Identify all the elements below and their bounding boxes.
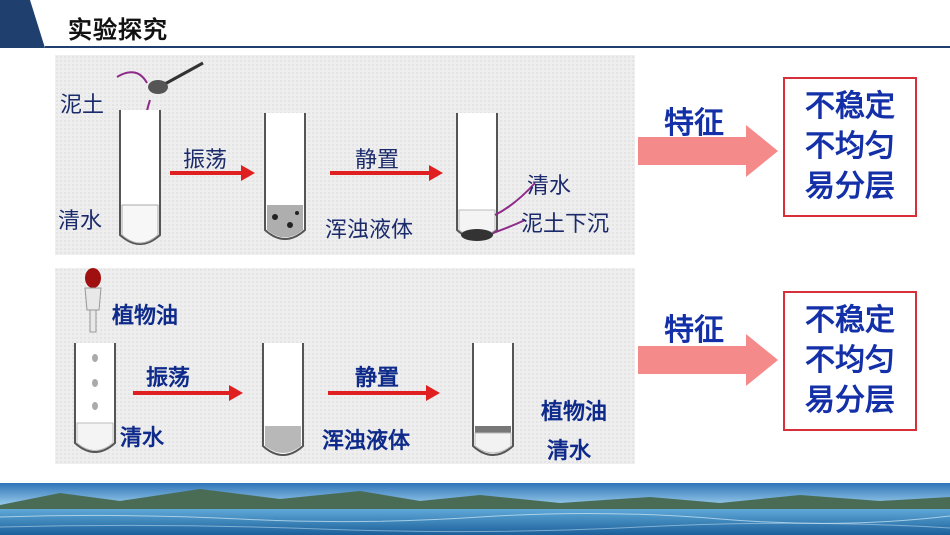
feature-label-2: 特征: [664, 313, 724, 348]
landscape-banner: [0, 483, 950, 535]
feature-1-line-2: 不均匀: [805, 129, 895, 164]
page-title: 实验探究: [68, 16, 168, 44]
soil-settle-label: 泥土下沉: [521, 212, 610, 237]
dropper-icon: [84, 268, 102, 333]
feature-2-line-3: 易分层: [805, 383, 895, 418]
tube-water-oil-drop: [74, 343, 116, 453]
feature-2-line-1: 不稳定: [805, 303, 895, 338]
oil-label: 植物油: [112, 304, 179, 329]
feature-box-1: 不稳定 不均匀 易分层: [783, 77, 917, 217]
settled-water-label: 清水: [527, 174, 572, 199]
feature-box-2: 不稳定 不均匀 易分层: [783, 291, 917, 431]
header-bar: [0, 0, 950, 48]
tube-settled: [456, 113, 536, 241]
feature-label-1: 特征: [664, 106, 724, 141]
feature-2-line-2: 不均匀: [805, 343, 895, 378]
clear-water-label: 清水: [58, 209, 103, 234]
tube-clear-water: [119, 110, 161, 245]
feature-1-line-3: 易分层: [805, 169, 895, 204]
tube-turbid-2: [262, 343, 304, 456]
stand-label-1: 静置: [355, 148, 400, 173]
stand-arrow: [330, 165, 443, 181]
water-label-2: 清水: [120, 426, 165, 451]
tube-layered: [472, 343, 514, 456]
shake-arrow: [170, 165, 255, 181]
feature-arrow-2: [638, 334, 778, 386]
turbid-label-2: 浑浊液体: [322, 429, 411, 454]
shake-label-2: 振荡: [146, 366, 191, 391]
stand-label-2: 静置: [355, 366, 400, 391]
shake-label-1: 振荡: [183, 148, 228, 173]
oil-layer-label: 植物油: [541, 400, 608, 425]
turbid-label-1: 浑浊液体: [325, 218, 414, 243]
feature-arrow-1: [638, 125, 778, 177]
feature-1-line-1: 不稳定: [805, 89, 895, 124]
shake-arrow-2: [133, 385, 243, 401]
experiment-1-drawing: [116, 61, 536, 245]
experiment-2-drawing: [74, 268, 514, 456]
experiment-2-panel: [55, 268, 635, 464]
water-layer-label: 清水: [547, 439, 592, 464]
soil-label: 泥土: [60, 93, 105, 118]
stand-arrow-2: [328, 385, 440, 401]
tube-turbid: [264, 113, 306, 240]
